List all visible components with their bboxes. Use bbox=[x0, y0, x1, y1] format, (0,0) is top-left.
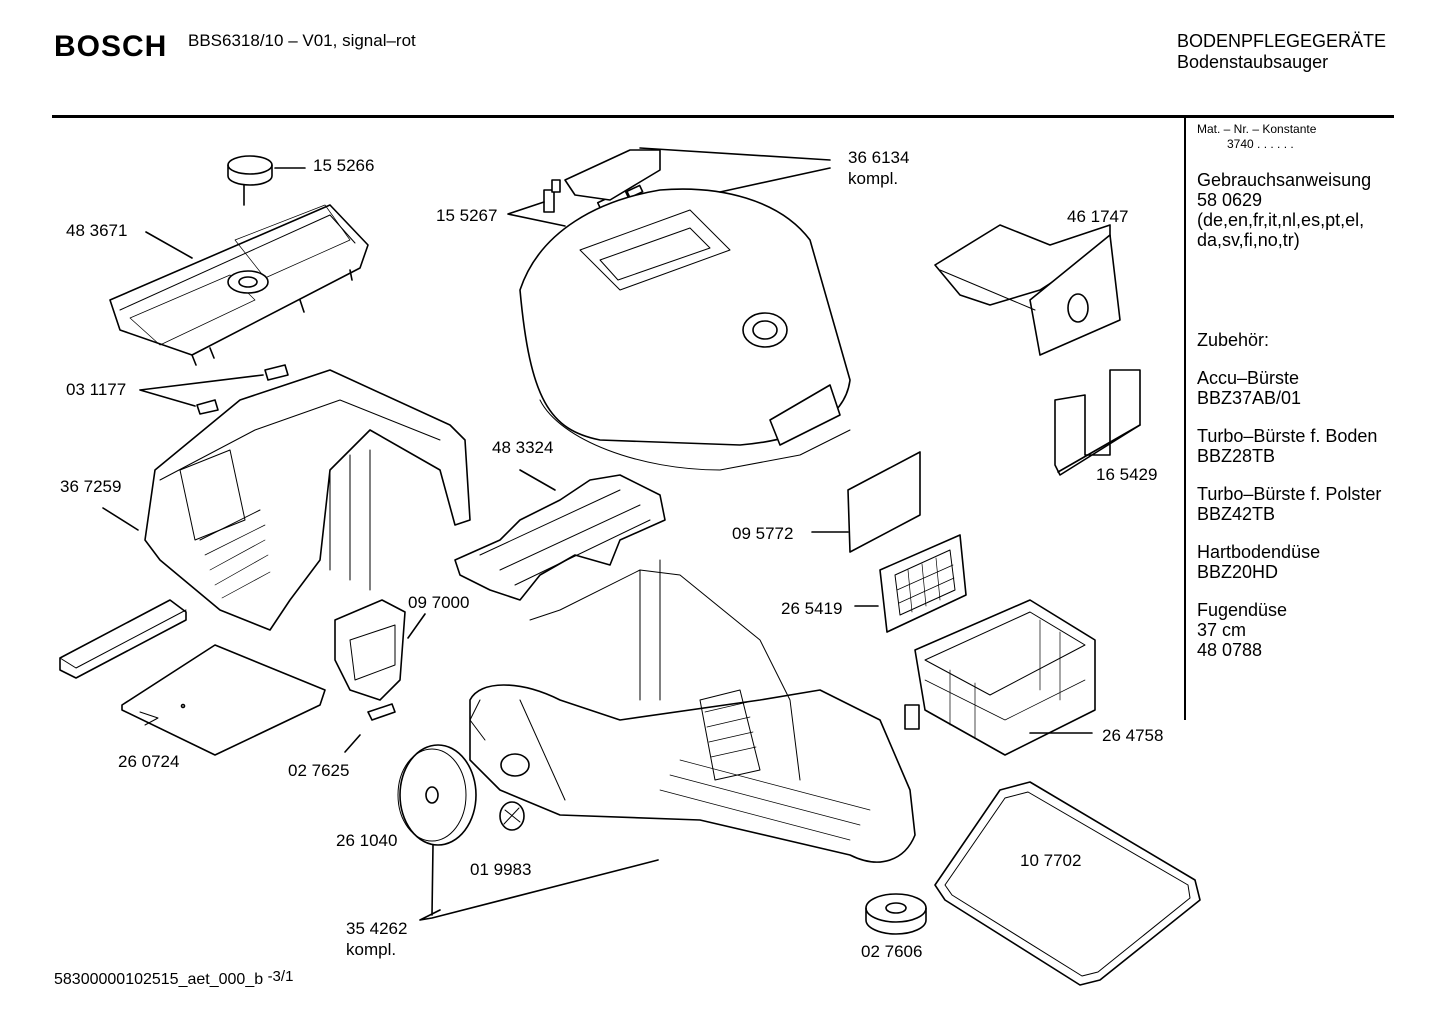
leader-line bbox=[419, 859, 659, 921]
cover-plate-part bbox=[109, 204, 369, 366]
part-label: 02 7606 bbox=[861, 942, 923, 961]
part-label: 46 1747 bbox=[1067, 207, 1129, 226]
nozzle-code: 48 0788 bbox=[1197, 640, 1263, 660]
part-label: 36 7259 bbox=[60, 477, 122, 496]
part-label: 16 5429 bbox=[1096, 465, 1158, 484]
mat-value: 3740 . . . . . . bbox=[1227, 137, 1294, 151]
part-label: 10 7702 bbox=[1020, 851, 1082, 870]
category-subtitle: Bodenstaubsauger bbox=[1177, 52, 1329, 72]
nozzle-size: 37 cm bbox=[1197, 620, 1247, 640]
manual-number: 58 0629 bbox=[1197, 190, 1263, 210]
part-label: 02 7625 bbox=[288, 761, 350, 780]
leader-line bbox=[407, 613, 426, 639]
part-label: 03 1177 bbox=[66, 380, 127, 399]
part-label: 09 7000 bbox=[408, 593, 470, 612]
part-label-note: kompl. bbox=[848, 169, 899, 188]
main-body-part bbox=[469, 559, 916, 863]
filter-block-part bbox=[59, 599, 326, 756]
leader-line bbox=[139, 374, 264, 407]
accessory-name: Hartbodendüse bbox=[1197, 542, 1321, 562]
part-label: 36 6134 bbox=[848, 148, 910, 167]
chassis-housing-part bbox=[144, 369, 471, 631]
part-label: 26 1040 bbox=[336, 831, 398, 850]
part-label: 15 5266 bbox=[313, 156, 375, 175]
leader-line bbox=[344, 734, 361, 753]
leader-line bbox=[639, 147, 831, 193]
accessory-name: Accu–Bürste bbox=[1197, 368, 1300, 388]
footer-doc-id: 58300000102515_aet_000_b -3/1 bbox=[54, 968, 293, 989]
filter-bag-part bbox=[934, 224, 1121, 356]
part-label: 01 9983 bbox=[470, 860, 532, 879]
manual-block: Gebrauchsanweisung 58 0629 (de,en,fr,it,… bbox=[1197, 170, 1397, 250]
nozzle-name: Fugendüse bbox=[1197, 600, 1288, 620]
header-rule bbox=[52, 115, 1394, 118]
accessories-title: Zubehör: bbox=[1197, 330, 1270, 350]
sidebar-info: Mat. – Nr. – Konstante 3740 . . . . . . … bbox=[1197, 122, 1397, 660]
part-label: 26 4758 bbox=[1102, 726, 1164, 745]
accessory-item: Turbo–Bürste f. Polster BBZ42TB bbox=[1197, 484, 1397, 524]
accessory-code: BBZ37AB/01 bbox=[1197, 388, 1302, 408]
accessory-item: Hartbodendüse BBZ20HD bbox=[1197, 542, 1397, 582]
leader-line bbox=[507, 201, 566, 227]
accessory-item: Accu–Bürste BBZ37AB/01 bbox=[1197, 368, 1397, 408]
pads-part bbox=[196, 364, 289, 415]
bracket-part bbox=[1054, 369, 1141, 476]
cap-part bbox=[865, 893, 927, 935]
accessory-code: BBZ28TB bbox=[1197, 446, 1276, 466]
accessory-name: Turbo–Bürste f. Boden bbox=[1197, 426, 1378, 446]
part-label: 09 5772 bbox=[732, 524, 794, 543]
knob-part bbox=[227, 155, 273, 206]
model-title: BBS6318/10 – V01, signal–rot bbox=[188, 31, 416, 50]
manual-langs: (de,en,fr,it,nl,es,pt,el, bbox=[1197, 210, 1365, 230]
accessory-code: BBZ20HD bbox=[1197, 562, 1279, 582]
filter-basket-part bbox=[904, 599, 1096, 756]
manual-title: Gebrauchsanweisung bbox=[1197, 170, 1372, 190]
category-title: BODENPFLEGEGERÄTE bbox=[1177, 31, 1387, 51]
leader-line bbox=[431, 844, 434, 916]
part-label: 15 5267 bbox=[436, 206, 498, 225]
leader-line bbox=[519, 469, 556, 491]
hub-part bbox=[499, 801, 525, 831]
mat-label: Mat. – Nr. – Konstante bbox=[1197, 122, 1317, 136]
category-heading: BODENPFLEGEGERÄTE Bodenstaubsauger bbox=[1177, 31, 1386, 73]
part-label: 26 0724 bbox=[118, 752, 180, 771]
leader-line bbox=[145, 231, 193, 259]
leader-line bbox=[102, 507, 139, 531]
accessory-name: Turbo–Bürste f. Polster bbox=[1197, 484, 1382, 504]
manual-langs: da,sv,fi,no,tr) bbox=[1197, 230, 1300, 250]
wheel-part bbox=[397, 744, 477, 846]
part-label: 35 4262 bbox=[346, 919, 408, 938]
accessory-code: BBZ42TB bbox=[1197, 504, 1276, 524]
hose-frame-part bbox=[454, 474, 666, 601]
part-label: 48 3324 bbox=[492, 438, 554, 457]
grille-filter-part bbox=[879, 534, 967, 633]
doc-id: 58300000102515_aet_000_b bbox=[54, 971, 264, 988]
flap-part bbox=[334, 599, 406, 721]
sidebar-divider bbox=[1184, 118, 1186, 720]
filter-sheet-part bbox=[847, 451, 921, 553]
part-label: 48 3671 bbox=[66, 221, 128, 240]
part-label-note: kompl. bbox=[346, 940, 397, 959]
top-lid-part bbox=[519, 149, 851, 471]
part-label: 26 5419 bbox=[781, 599, 843, 618]
gasket-part bbox=[934, 781, 1201, 986]
page-number: -3/1 bbox=[267, 968, 294, 985]
brand-logo: BOSCH bbox=[54, 30, 168, 63]
accessory-item: Turbo–Bürste f. Boden BBZ28TB bbox=[1197, 426, 1397, 466]
nozzle-item: Fugendüse 37 cm 48 0788 bbox=[1197, 600, 1397, 660]
